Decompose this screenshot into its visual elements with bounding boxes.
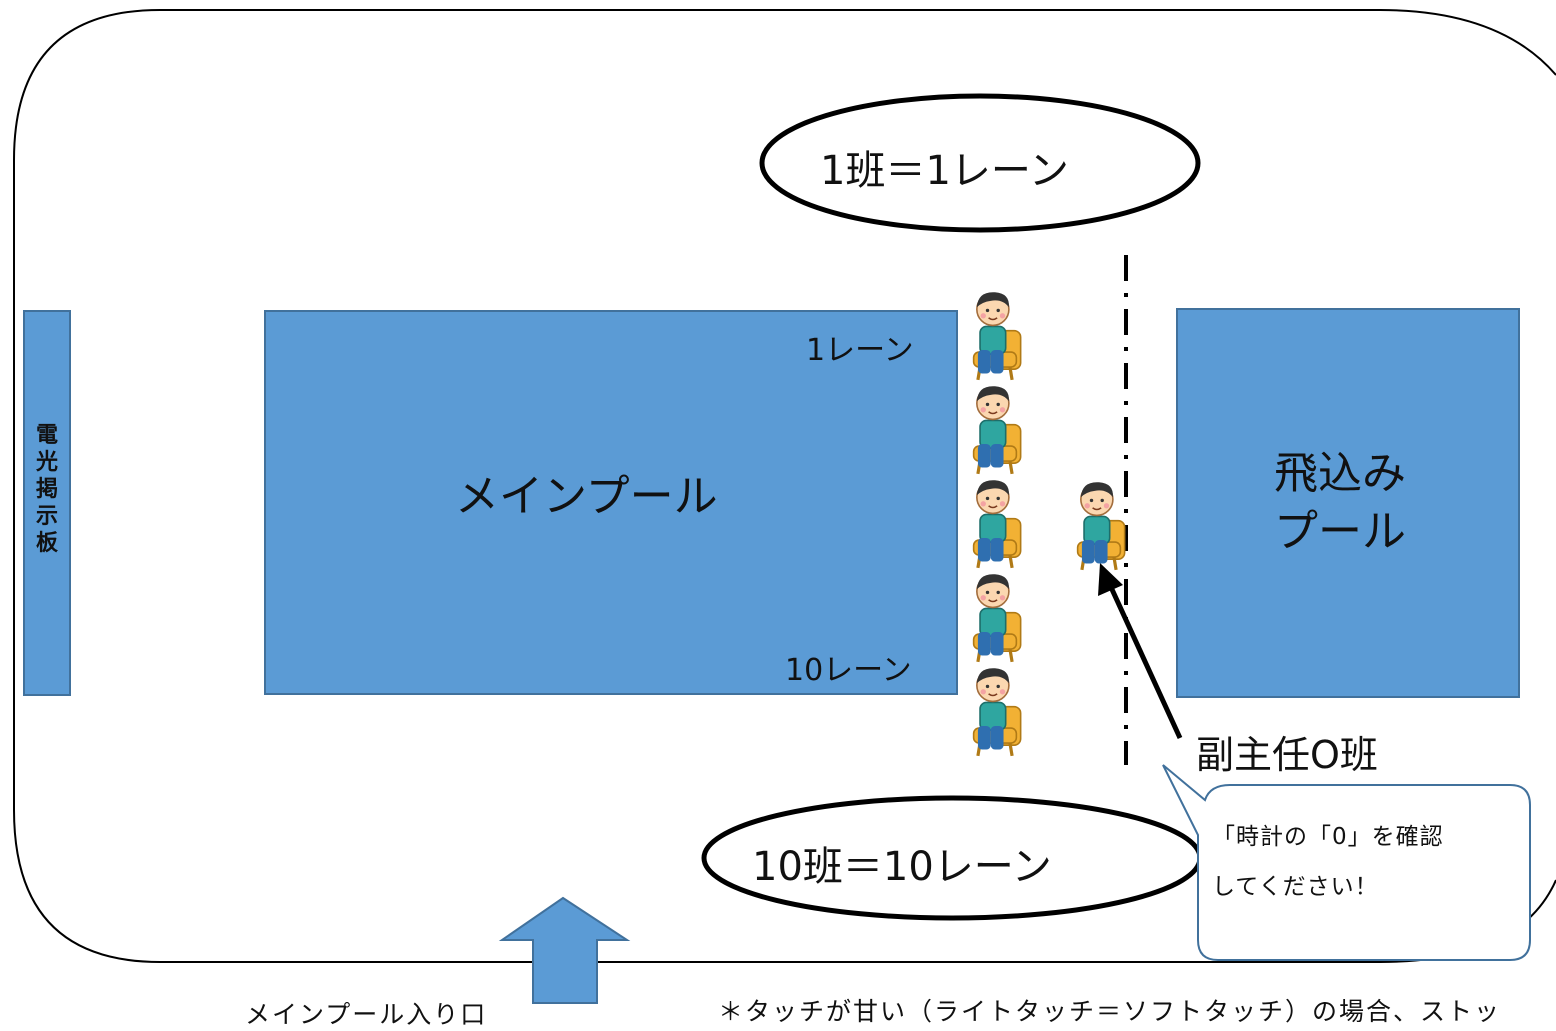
seated-boy-icon [1076,480,1127,572]
seated-boy-icon [972,290,1023,382]
seated-boy-icon [972,666,1023,758]
scoreboard-char: 電 [35,423,58,448]
seated-boy-icon [972,572,1023,664]
footnote-text: ＊タッチが甘い（ライトタッチ＝ソフトタッチ）の場合、ストッ [718,997,1502,1026]
seated-boy-icon [972,384,1023,476]
oval-top-outline [759,93,1201,233]
main-pool [264,310,958,695]
main-pool-label: メインプール [455,471,718,522]
up-arrow-icon [498,896,631,1004]
lane-bottom-label: 10レーン [785,653,912,688]
entrance-label: メインプール入り口 [245,1000,488,1029]
lane-top-label: 1レーン [806,333,914,368]
scoreboard-char: 板 [35,531,58,556]
scoreboard-char: 示 [35,504,58,529]
seated-boy-icon [972,478,1023,570]
callout-shape [1162,764,1531,961]
oval-bottom-text: 10班＝10レーン [752,844,1052,890]
callout-line1: 「時計の「0」を確認 [1212,824,1444,850]
pointer-arrow [1098,563,1183,740]
scoreboard: 電 光 掲 示 板 [23,310,71,696]
oval-top-text: 1班＝1レーン [820,148,1069,194]
diving-pool-label-line1: 飛込み [1274,448,1406,499]
scoreboard-char: 掲 [35,477,58,502]
diving-pool-label-line2: プール [1274,506,1406,557]
callout-line2: してください！ [1212,874,1379,900]
scoreboard-char: 光 [35,450,58,475]
vice-staff-label: 副主任O班 [1196,733,1378,777]
diving-pool [1176,308,1520,698]
